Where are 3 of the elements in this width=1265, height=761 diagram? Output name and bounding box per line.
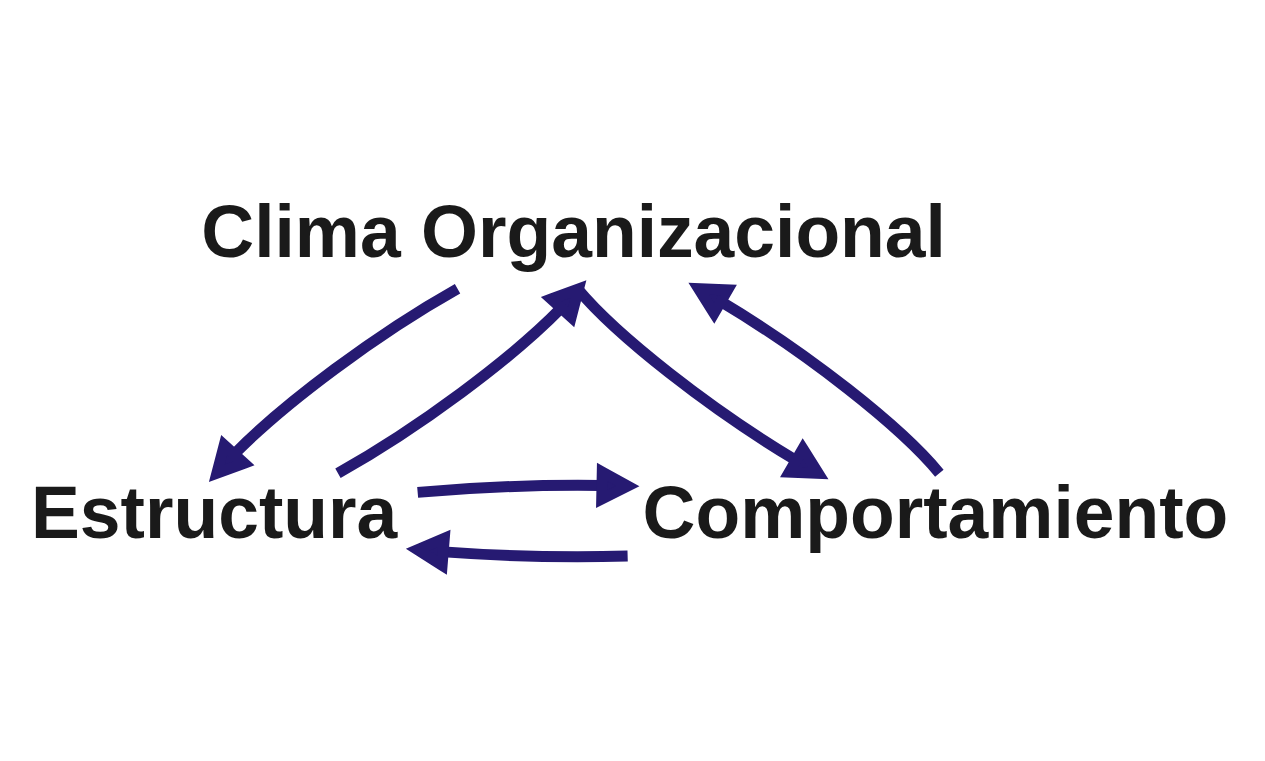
- node-text: Comportamiento: [642, 471, 1229, 554]
- node-text: Estructura: [31, 471, 398, 554]
- node-text: Clima Organizacional: [201, 190, 946, 273]
